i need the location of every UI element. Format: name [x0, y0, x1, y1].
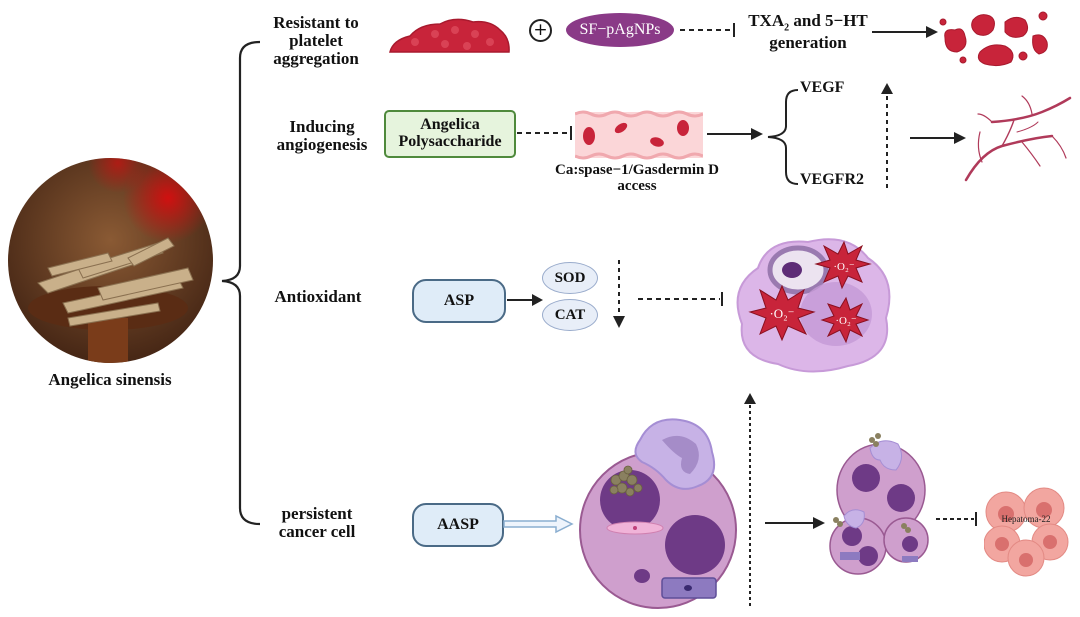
arrow-to-enzymes — [507, 294, 543, 306]
arrow-to-engulfed-cells — [765, 517, 825, 529]
dispersed-platelets-icon — [939, 11, 1048, 67]
vegf-bracket — [767, 89, 799, 185]
angelica-photo — [8, 158, 213, 363]
main-bracket — [221, 40, 261, 526]
agent-asp: ASP — [412, 279, 506, 323]
enzyme-sod: SOD — [542, 262, 598, 294]
caspase-gasdermin-label: Ca:spase−1/Gasdermin D access — [555, 162, 719, 194]
inhibit-arrow-angiogenesis — [517, 126, 572, 140]
platelet-clump-icon — [389, 18, 510, 53]
arrow-to-vessels — [910, 132, 966, 144]
blood-vessel-icon — [575, 110, 703, 160]
upregulation-arrow-vegf — [881, 83, 893, 188]
vegf-label: VEGF — [800, 79, 845, 96]
macrophage-cancer-cell-icon — [579, 418, 737, 609]
superoxide-radical-1: ·O₂⁻ — [814, 240, 872, 290]
agent-angelica-polysaccharide: Angelica Polysaccharide — [384, 110, 516, 158]
agent-sf-pagnps: SF−pAgNPs — [566, 13, 674, 47]
hollow-arrow-to-cancer-cell — [503, 514, 574, 534]
hepatoma-label: Hepatoma-22 — [1002, 514, 1051, 524]
superoxide-radical-3: ·O₂⁻ — [820, 296, 870, 344]
hepatoma-cells-icon: Hepatoma-22 — [984, 487, 1069, 577]
txa2-5ht-label: TXA2 and 5−HT generation — [748, 11, 868, 52]
inhibit-arrow-hepatoma — [936, 512, 977, 526]
downregulation-arrow — [613, 260, 625, 328]
category-label-cancer: persistent cancer cell — [278, 504, 356, 541]
inhibit-arrow-platelet — [680, 23, 735, 37]
category-label-angiogenesis: Inducing angiogenesis — [276, 117, 368, 154]
svg-text:·O₂⁻: ·O₂⁻ — [833, 261, 854, 273]
new-blood-vessels-icon — [964, 95, 1072, 182]
superoxide-radical-2: ·O₂⁻ — [748, 284, 816, 342]
source-label: Angelica sinensis — [48, 370, 172, 389]
plus-icon: + — [529, 19, 552, 42]
engulfed-cancer-cells-icon — [829, 433, 929, 575]
enzyme-cat: CAT — [542, 299, 598, 331]
agent-aasp: AASP — [412, 503, 504, 547]
svg-text:·O₂⁻: ·O₂⁻ — [835, 315, 856, 327]
arrow-platelet — [872, 26, 938, 38]
oxidized-cell-icon: ·O₂⁻ ·O₂⁻ ·O₂⁻ — [736, 238, 891, 373]
svg-text:·O₂⁻: ·O₂⁻ — [769, 306, 794, 321]
category-label-platelet: Resistant to platelet aggregation — [273, 13, 359, 68]
arrow-to-vegf — [707, 128, 763, 140]
vegfr2-label: VEGFR2 — [800, 171, 864, 188]
upregulation-arrow-cancer — [744, 393, 756, 606]
category-label-antioxidant: Antioxidant — [274, 287, 362, 306]
inhibit-arrow-ros — [638, 292, 723, 306]
